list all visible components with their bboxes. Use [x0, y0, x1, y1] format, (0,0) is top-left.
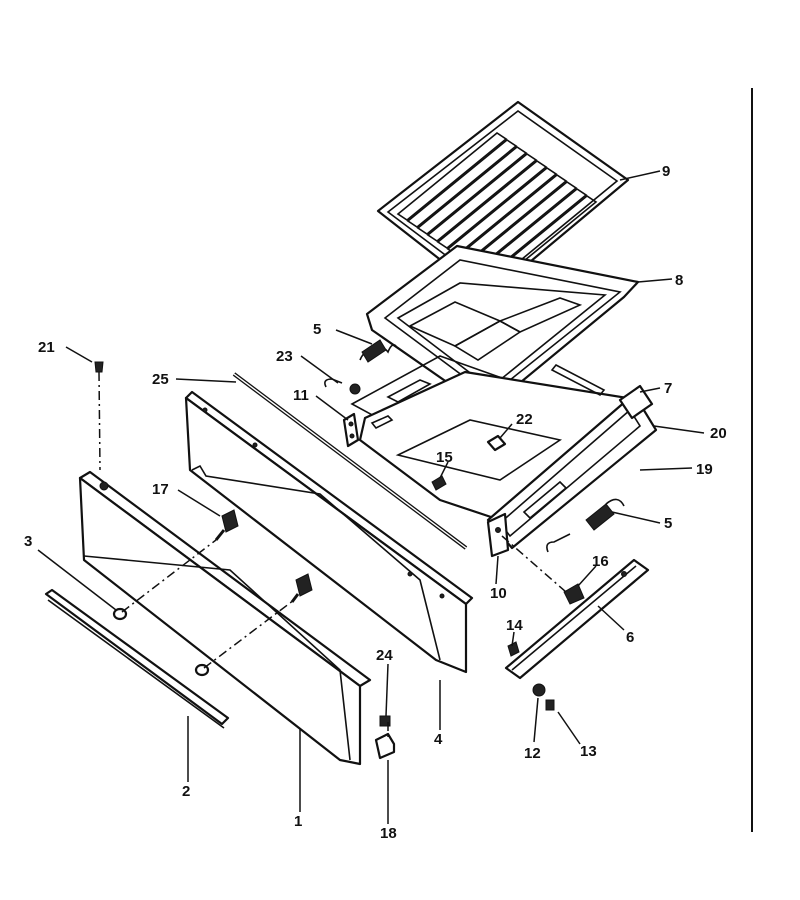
broiler-pan-part-8 [365, 244, 640, 412]
callout-15: 15 [436, 449, 453, 466]
callout-3: 3 [24, 533, 32, 550]
callout-5-lower: 5 [664, 515, 672, 532]
callout-20: 20 [710, 425, 727, 442]
callout-23: 23 [276, 348, 293, 365]
callout-16: 16 [592, 553, 609, 570]
inner-panel-part-4 [184, 390, 474, 674]
callout-18: 18 [380, 825, 397, 842]
callout-8: 8 [675, 272, 683, 289]
screw-part-13 [545, 699, 555, 711]
callout-13: 13 [580, 743, 597, 760]
callout-6: 6 [626, 629, 634, 646]
callout-2: 2 [182, 783, 190, 800]
callout-labels: 9 8 5 23 21 25 11 7 20 22 15 19 17 5 3 1… [24, 163, 727, 842]
bolt-part-16 [563, 583, 585, 605]
trim-strip-part-2 [44, 588, 230, 729]
screw-part-14 [507, 641, 520, 657]
callout-14: 14 [506, 617, 523, 634]
callout-24: 24 [376, 647, 393, 664]
spring-part-5-upper [359, 339, 397, 363]
callout-1: 1 [294, 813, 302, 830]
bolt-part-17 [214, 509, 239, 541]
hook-part-23 [324, 378, 361, 395]
bracket-part-18 [374, 732, 396, 760]
callout-19: 19 [696, 461, 713, 478]
screw-part-15 [431, 475, 447, 491]
callout-4: 4 [434, 731, 443, 748]
bolt-part-17-lower [290, 573, 313, 603]
callout-7: 7 [664, 380, 672, 397]
slide-rail-part-6 [504, 558, 650, 680]
clip-part-22 [486, 434, 507, 452]
callout-17: 17 [152, 481, 169, 498]
callout-21: 21 [38, 339, 55, 356]
callout-10: 10 [490, 585, 507, 602]
callout-9: 9 [662, 163, 670, 180]
callout-11: 11 [293, 387, 309, 404]
bracket-part-11 [342, 412, 360, 448]
screw-part-21 [94, 361, 104, 471]
callout-25: 25 [152, 371, 169, 388]
rod-part-25 [232, 372, 468, 550]
leader-lines [37, 170, 705, 824]
spring-part-5-lower [546, 498, 625, 553]
assembly-centerlines [121, 535, 567, 740]
bracket-part-10 [486, 512, 510, 558]
drawer-front-part-1 [78, 470, 372, 766]
callout-12: 12 [524, 745, 541, 762]
nut-part-12 [532, 683, 546, 697]
callout-22: 22 [516, 411, 533, 428]
callout-5-upper: 5 [313, 321, 321, 338]
